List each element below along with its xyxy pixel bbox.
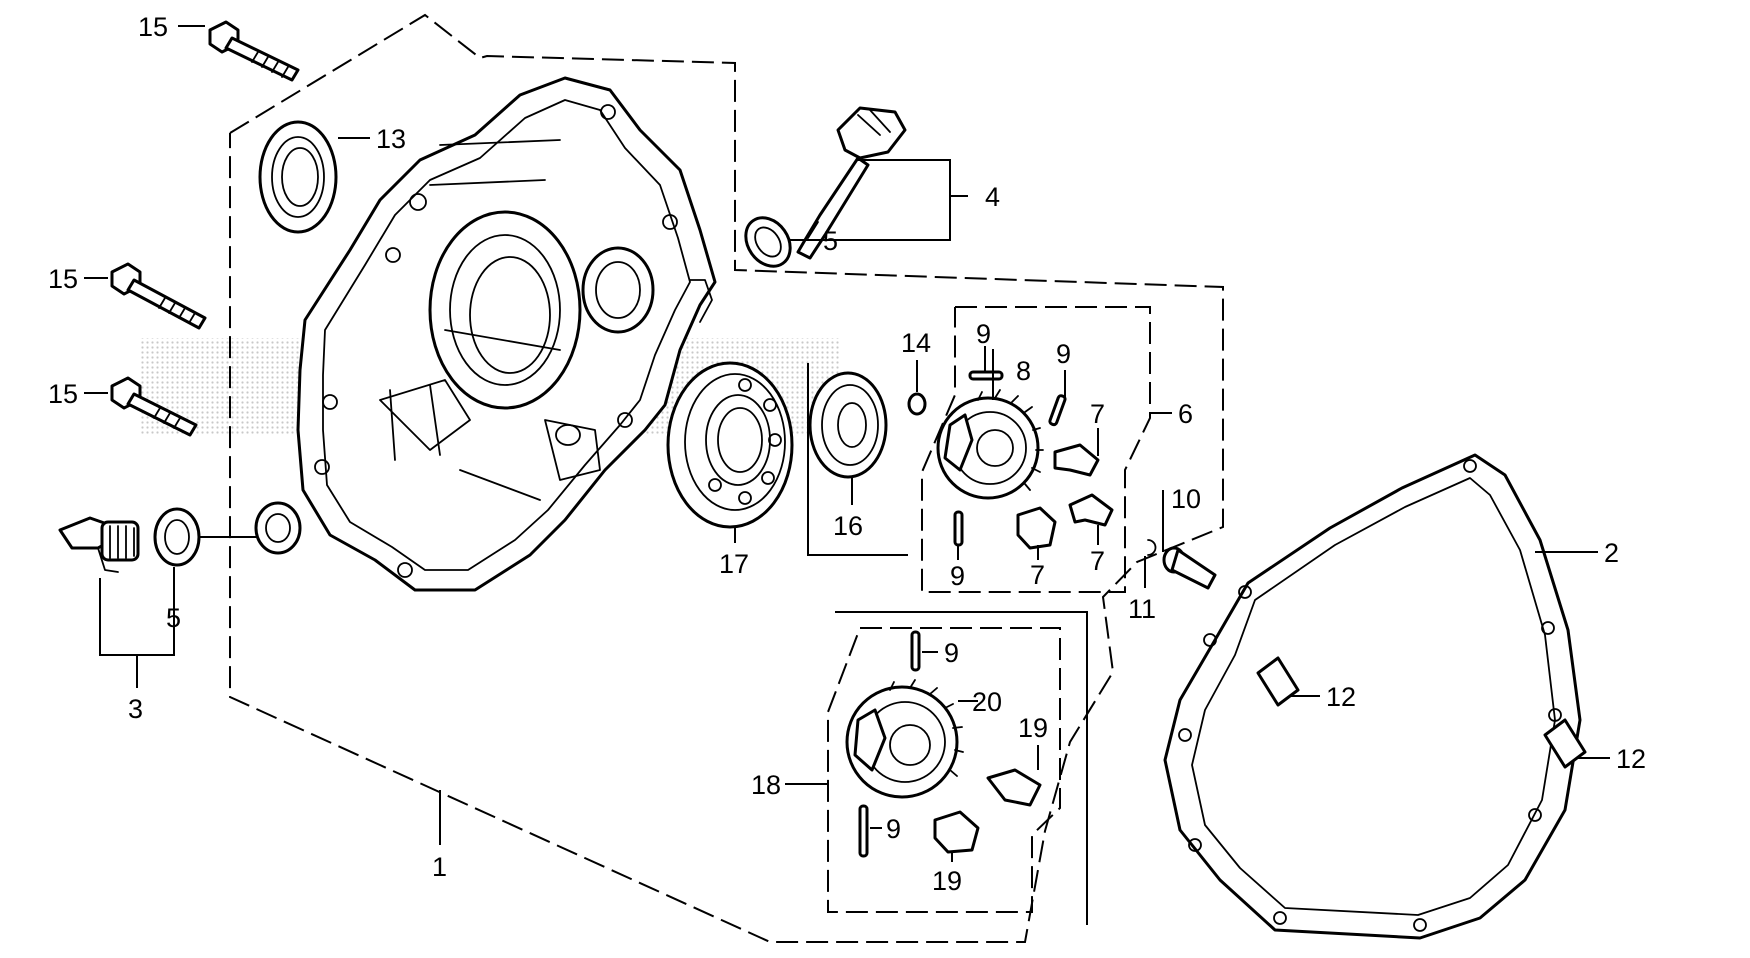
governor-assembly-18 [827,611,1088,925]
callout-9-b: 9 [1056,339,1071,369]
callout-19-b: 19 [932,866,962,896]
callout-6: 6 [1178,399,1193,429]
assembly-outline-1 [229,13,1224,943]
cover-gasket [1163,453,1582,940]
flange-bolt-top [208,20,300,82]
callout-4: 4 [985,182,1000,212]
callout-12-left: 12 [1326,682,1356,712]
callout-13: 13 [376,124,406,154]
callout-2: 2 [1604,538,1619,568]
callout-labels: 15 15 15 13 4 5 5 3 1 2 6 7 7 7 7 8 9 9 … [48,12,1646,896]
callout-15-middle: 15 [48,264,78,294]
oil-seal [258,120,338,234]
callout-5-left: 5 [166,603,181,633]
sealing-washer-top [744,216,792,268]
callout-18: 18 [751,770,781,800]
callout-20: 20 [972,687,1002,717]
callout-8: 8 [1016,356,1031,386]
callout-7-a: 7 [1090,399,1105,429]
dowel-pin-left [1256,656,1300,707]
callout-9-e: 9 [886,814,901,844]
callout-9-d: 9 [944,638,959,668]
oil-drain-plug [58,516,140,573]
governor-shaft-pin [1162,546,1217,590]
callout-1: 1 [432,852,447,882]
ball-bearing-small [808,371,888,479]
flange-bolt-lower [110,376,198,437]
retaining-clip [1147,539,1157,556]
callout-7-b: 7 [1090,546,1105,576]
callout-15-top: 15 [138,12,168,42]
callout-7-c: 7 [1030,560,1045,590]
callout-9-a: 9 [976,319,991,349]
dowel-pin-right [1543,718,1587,769]
crankcase-cover [296,76,717,592]
callout-16: 16 [833,511,863,541]
callout-3: 3 [128,694,143,724]
oil-dipstick [796,106,907,260]
thrust-washer [907,392,927,416]
callout-9-c: 9 [950,561,965,591]
pins-9 [858,370,1067,858]
callout-14: 14 [901,328,931,358]
callout-10: 10 [1171,484,1201,514]
callout-15-lower: 15 [48,379,78,409]
callout-11: 11 [1128,594,1156,624]
callout-12-right: 12 [1616,744,1646,774]
callout-5-top: 5 [823,226,838,256]
sealing-washer-left [153,507,201,567]
ball-bearing-large [666,361,794,529]
flange-bolt-middle [110,262,207,330]
callout-17: 17 [719,549,749,579]
leader-lines [84,25,1610,862]
callout-19-a: 19 [1018,713,1048,743]
small-seal [254,501,302,555]
assembly-bracket [807,363,908,556]
governor-assembly-6 [921,306,1151,593]
